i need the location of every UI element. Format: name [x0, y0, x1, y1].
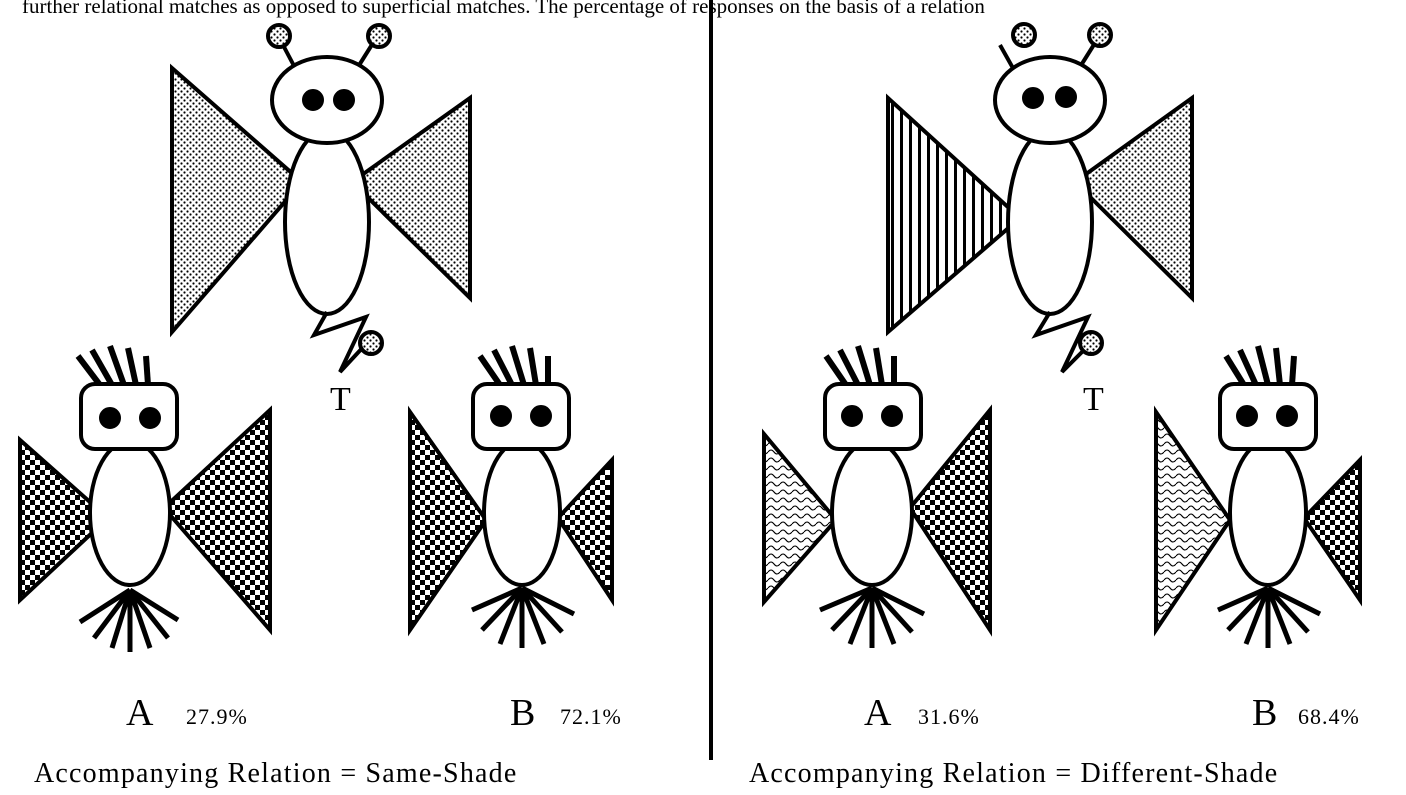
- right-caption: Accompanying Relation = Different-Shade: [749, 758, 1279, 789]
- right-option-b-percent: 68.4%: [1298, 704, 1360, 729]
- left-target-label: T: [330, 381, 351, 418]
- left-option-b-label: B: [510, 692, 536, 734]
- left-target-creature: [170, 23, 472, 374]
- right-option-b-creature: [1154, 345, 1362, 648]
- left-caption: Accompanying Relation = Same-Shade: [34, 758, 518, 789]
- left-option-b-creature: [408, 345, 614, 648]
- right-target-creature: [886, 22, 1194, 374]
- right-option-a-percent: 31.6%: [918, 704, 980, 729]
- paper-text-line: further relational matches as opposed to…: [22, 0, 985, 18]
- right-option-b-label: B: [1252, 692, 1278, 734]
- right-option-a-label: A: [864, 692, 892, 734]
- right-option-a-creature: [762, 345, 992, 648]
- left-option-a-label: A: [126, 692, 154, 734]
- left-option-b-percent: 72.1%: [560, 704, 622, 729]
- left-option-a-creature: [18, 344, 272, 652]
- right-target-label: T: [1083, 381, 1104, 418]
- left-option-a-percent: 27.9%: [186, 704, 248, 729]
